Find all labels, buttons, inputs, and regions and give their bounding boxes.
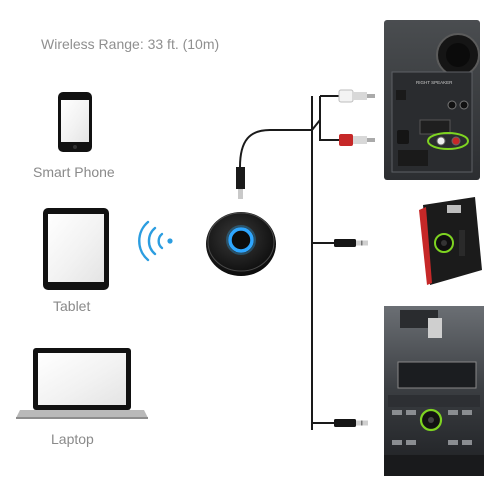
wireless-signal-icon bbox=[138, 220, 173, 262]
aux-plug-bottom bbox=[334, 419, 368, 427]
rca-white-plug bbox=[338, 89, 375, 103]
rca-red-plug bbox=[339, 134, 375, 146]
aux-plug-middle bbox=[334, 239, 368, 247]
tablet-icon bbox=[43, 208, 109, 290]
laptop-icon bbox=[16, 348, 148, 419]
portable-speaker-icon bbox=[419, 197, 482, 285]
tablet-label: Tablet bbox=[53, 298, 91, 314]
bluetooth-transmitter-icon bbox=[206, 212, 276, 276]
car-dashboard-icon bbox=[384, 306, 484, 476]
speaker-panel-title: RIGHT SPEAKER bbox=[416, 80, 453, 85]
smart-phone-label: Smart Phone bbox=[33, 164, 115, 180]
speaker-icon: RIGHT SPEAKER bbox=[384, 20, 480, 180]
wireless-range-text: Wireless Range: 33 ft. (10m) bbox=[41, 36, 220, 52]
smartphone-icon bbox=[58, 92, 92, 152]
laptop-label: Laptop bbox=[51, 431, 94, 447]
